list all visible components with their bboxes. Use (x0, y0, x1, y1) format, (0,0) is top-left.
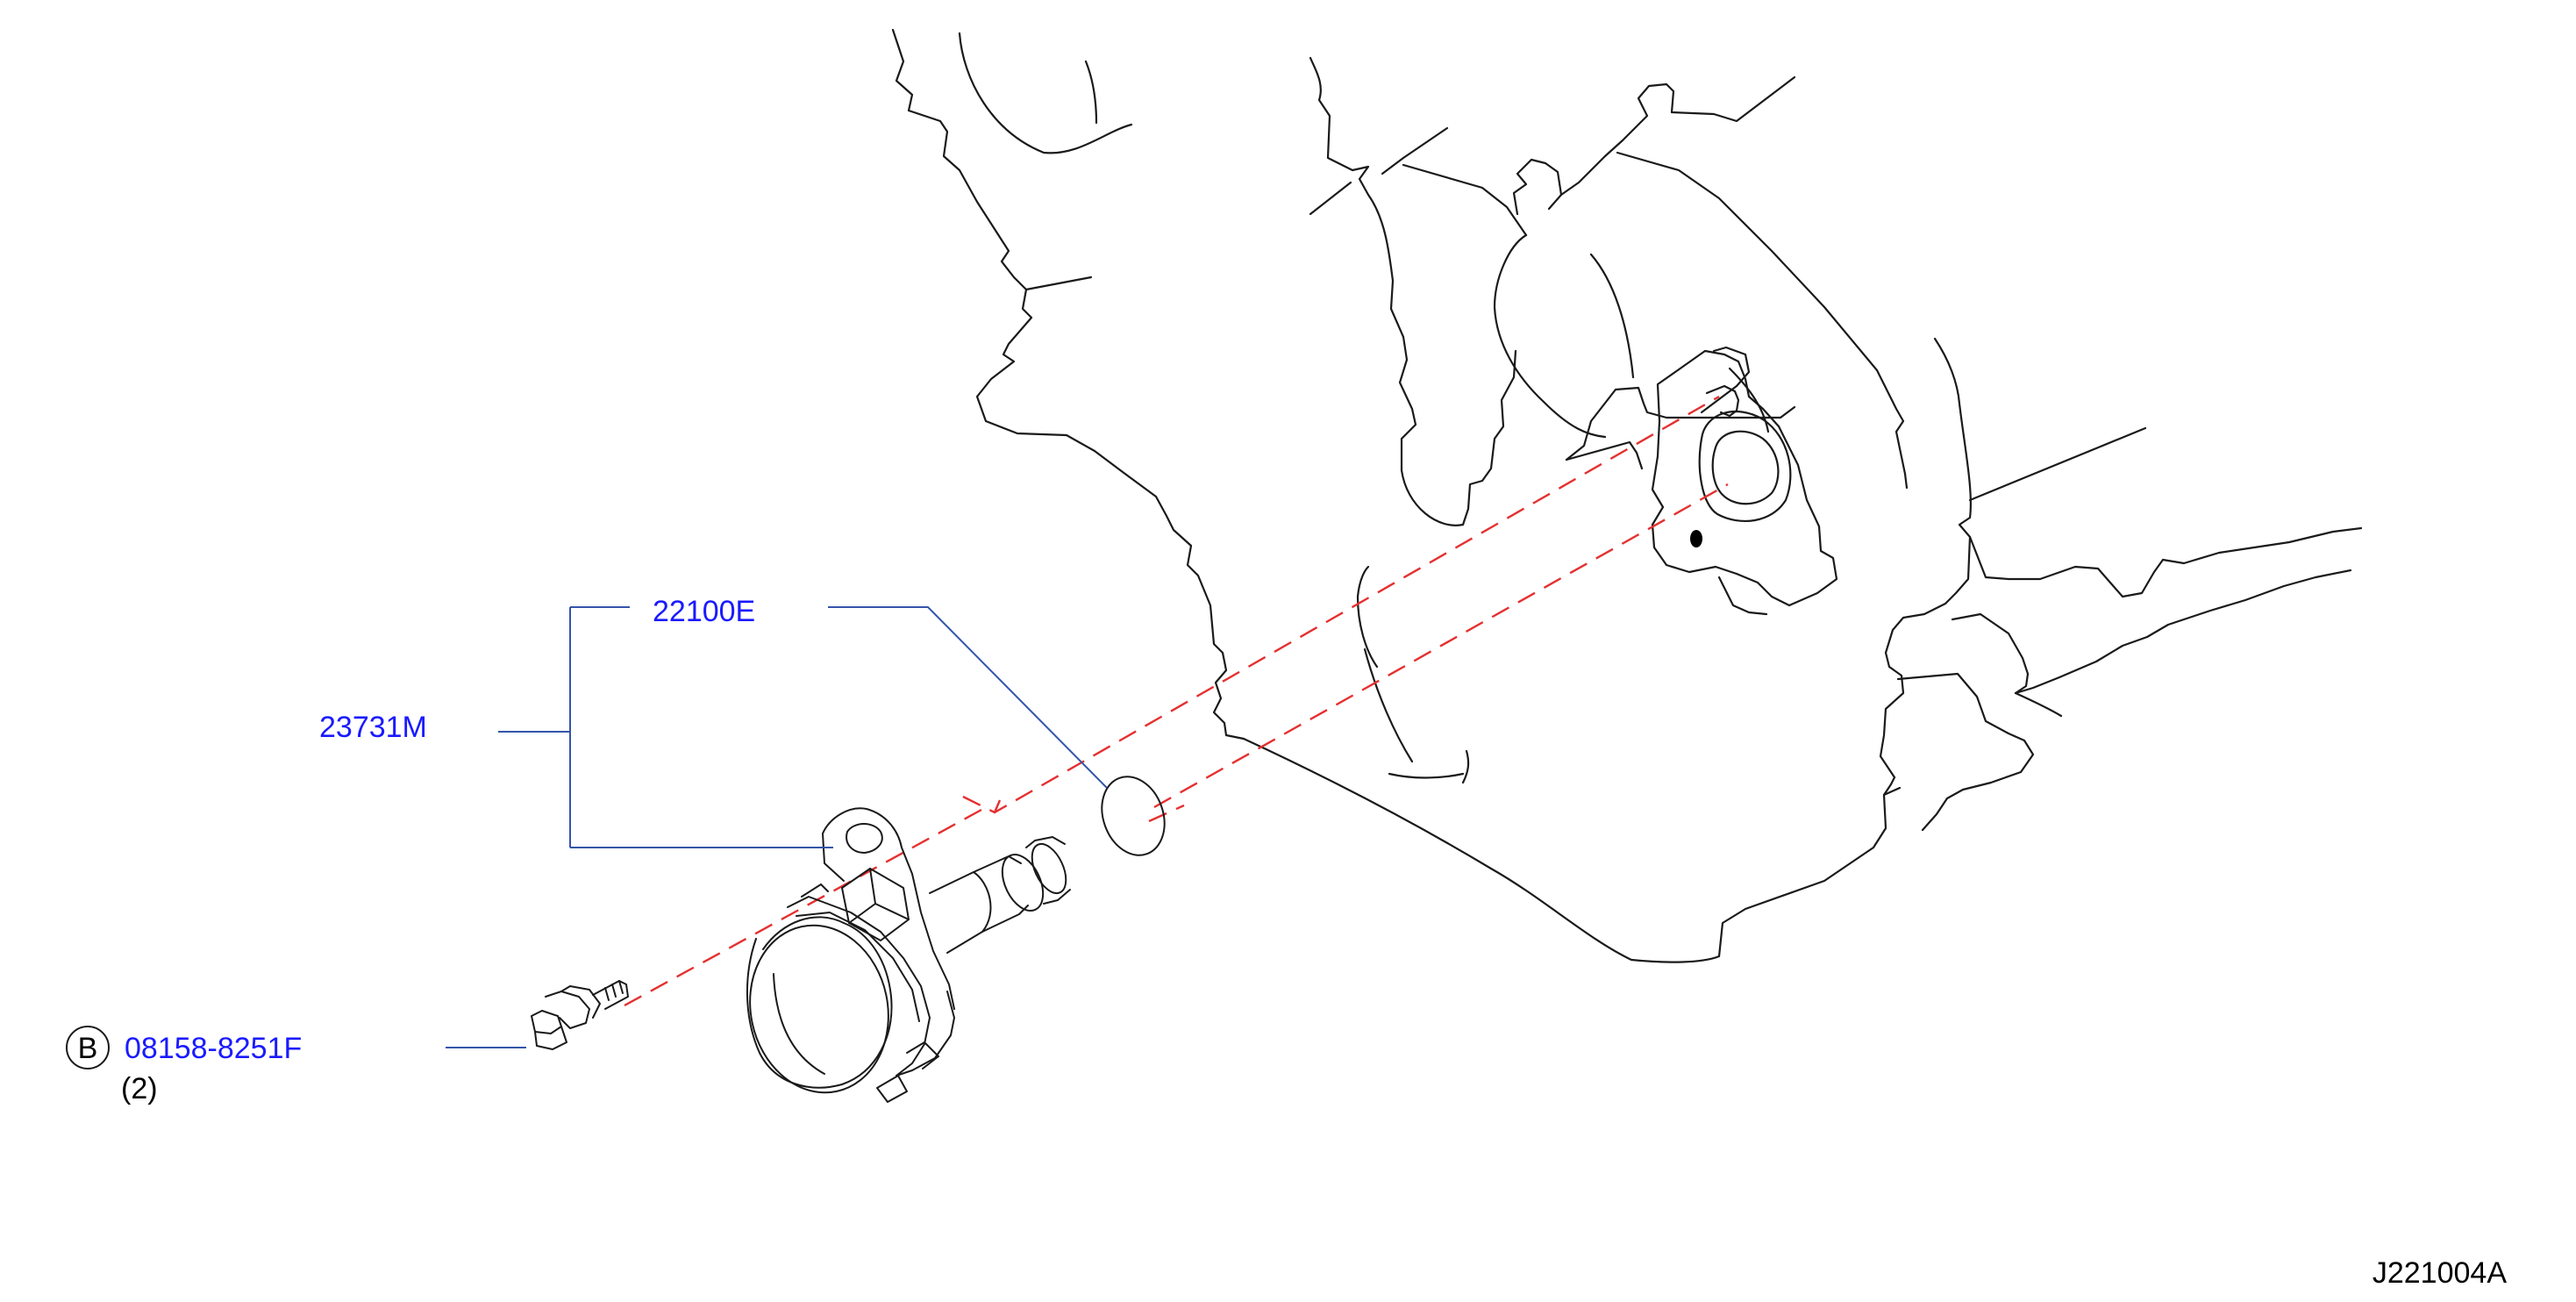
engine-mounting-flange (1651, 349, 1838, 616)
flange-bolt[interactable] (531, 980, 629, 1050)
diagram-id: J221004A (2373, 1256, 2507, 1290)
alignment-lines (624, 395, 1729, 1007)
callout-23731m[interactable]: 23731M (319, 711, 427, 744)
air-pump-assembly[interactable] (735, 807, 1073, 1105)
callout-22100e[interactable]: 22100E (653, 595, 755, 628)
leader-lines (446, 606, 1108, 1048)
reference-marker-letter: B (78, 1032, 98, 1065)
callout-08158-8251f[interactable]: 08158-8251F (125, 1032, 302, 1065)
reference-marker-circle (66, 1026, 110, 1070)
callout-bolt-group[interactable]: B 08158-8251F (2) (66, 1026, 302, 1105)
bolt-quantity: (2) (121, 1072, 158, 1105)
gasket-ring[interactable] (1091, 768, 1174, 864)
engine-block-outline (891, 28, 2363, 963)
